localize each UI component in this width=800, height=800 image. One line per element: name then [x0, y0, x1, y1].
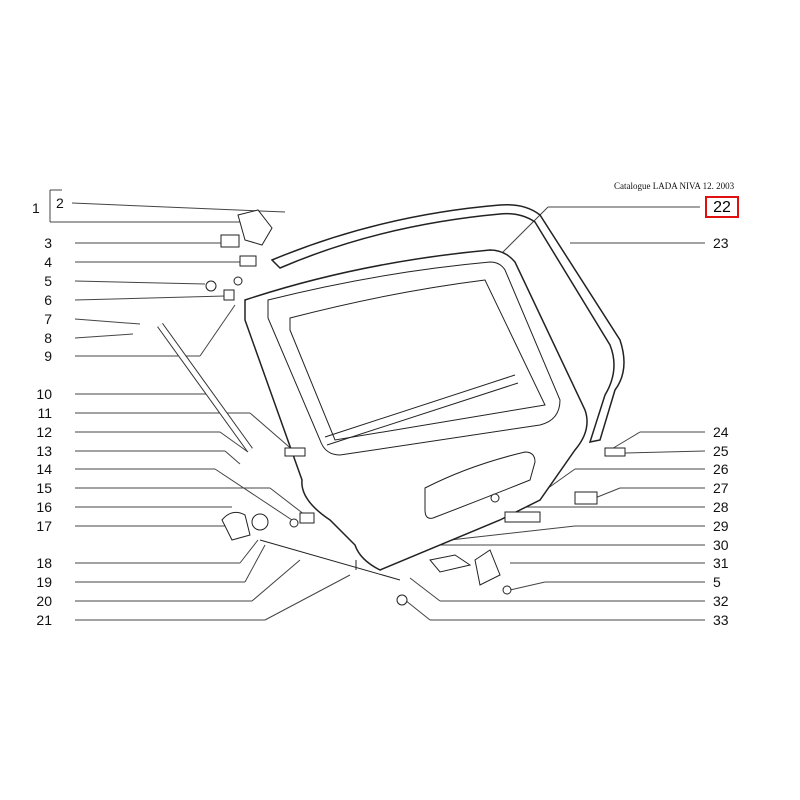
callout-label: 10: [36, 386, 52, 402]
handle: [299, 512, 315, 524]
reference-number-box: 22: [705, 196, 739, 218]
callout-label: 17: [36, 518, 52, 534]
callout-label: 25: [713, 443, 729, 459]
hinge: [220, 234, 240, 248]
callout-label: 21: [36, 612, 52, 628]
callout-label: 5: [44, 273, 52, 289]
striker: [474, 549, 501, 586]
callout-label: 1: [32, 200, 40, 216]
callout-label: 14: [36, 461, 52, 477]
door-seal: [270, 203, 625, 443]
callout-label: 28: [713, 499, 729, 515]
callout-label: 4: [44, 254, 52, 270]
washer: [233, 276, 243, 286]
callout-label: 6: [44, 292, 52, 308]
buffer: [604, 447, 626, 457]
callout-label: 26: [713, 461, 729, 477]
hinge-cover: [237, 209, 273, 246]
callout-label: 8: [44, 330, 52, 346]
callout-label: 30: [713, 537, 729, 553]
callout-label: 5: [713, 574, 721, 590]
nut: [205, 280, 217, 292]
callout-label: 23: [713, 235, 729, 251]
clip: [396, 594, 408, 606]
callout-label: 33: [713, 612, 729, 628]
callout-label: 11: [37, 405, 52, 421]
catalogue-caption: Catalogue LADA NIVA 12. 2003: [614, 181, 735, 191]
callout-label: 24: [713, 424, 729, 440]
handle-bar: [504, 511, 541, 523]
wiper-strip: [324, 374, 516, 438]
callout-label: 3: [44, 235, 52, 251]
nut-26: [490, 493, 500, 503]
small-parts: [157, 209, 626, 606]
callout-label: 2: [56, 195, 64, 211]
plate-recess: [424, 451, 536, 519]
washer-15: [289, 518, 299, 528]
tailgate-panel: [244, 249, 588, 571]
latch: [429, 554, 472, 573]
nut-5: [502, 585, 512, 595]
strut-bracket: [284, 447, 306, 457]
callout-label: 29: [713, 518, 729, 534]
cable: [259, 539, 401, 581]
window-glass: [289, 279, 546, 441]
callout-label: 16: [36, 499, 52, 515]
callout-label: 32: [713, 593, 729, 609]
callout-label: 20: [36, 593, 52, 609]
hinge-plate: [239, 255, 257, 267]
callout-label: 18: [36, 555, 52, 571]
callout-label: 7: [44, 311, 52, 327]
callout-label: 9: [44, 348, 52, 364]
callout-label: 19: [36, 574, 52, 590]
bushing: [223, 289, 235, 301]
lock: [221, 511, 251, 541]
lock-cylinder: [251, 513, 269, 531]
stop-buffer: [574, 491, 598, 505]
callout-label: 15: [36, 480, 52, 496]
callout-label: 12: [36, 424, 52, 440]
window-frame: [267, 261, 561, 456]
callout-label: 27: [713, 480, 729, 496]
callout-label: 13: [36, 443, 52, 459]
callout-label: 31: [713, 555, 729, 571]
